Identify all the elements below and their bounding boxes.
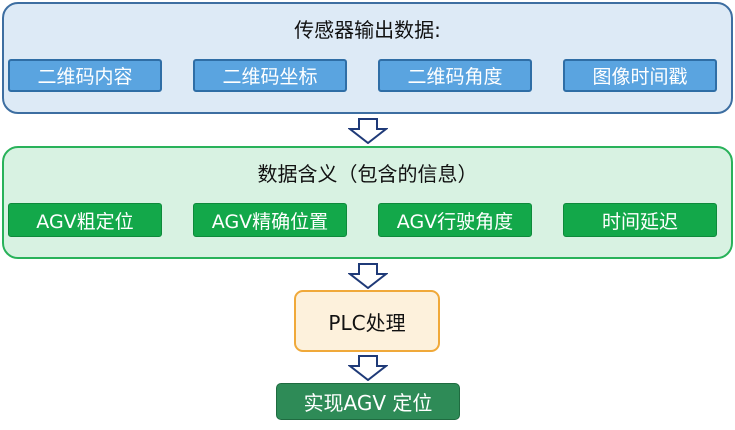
sensor-output-title: 传感器输出数据: — [294, 18, 441, 42]
down-arrow-icon — [348, 263, 388, 289]
data-meaning-panel: 数据含义（包含的信息） — [2, 146, 733, 259]
down-arrow-icon — [348, 118, 388, 144]
qr-angle-chip: 二维码角度 — [378, 59, 532, 92]
qr-content-chip: 二维码内容 — [8, 59, 162, 92]
qr-coordinate-chip: 二维码坐标 — [193, 59, 347, 92]
data-meaning-title: 数据含义（包含的信息） — [257, 162, 478, 186]
sensor-output-panel: 传感器输出数据: — [2, 2, 733, 114]
agv-rough-position-chip: AGV粗定位 — [8, 203, 162, 237]
agv-positioning-result-box: 实现AGV 定位 — [276, 383, 460, 420]
image-timestamp-chip: 图像时间戳 — [563, 59, 717, 92]
agv-travel-angle-chip: AGV行驶角度 — [378, 203, 532, 237]
plc-processing-box: PLC处理 — [294, 290, 440, 352]
time-delay-chip: 时间延迟 — [563, 203, 717, 237]
agv-precise-position-chip: AGV精确位置 — [193, 203, 347, 237]
down-arrow-icon — [348, 355, 388, 381]
